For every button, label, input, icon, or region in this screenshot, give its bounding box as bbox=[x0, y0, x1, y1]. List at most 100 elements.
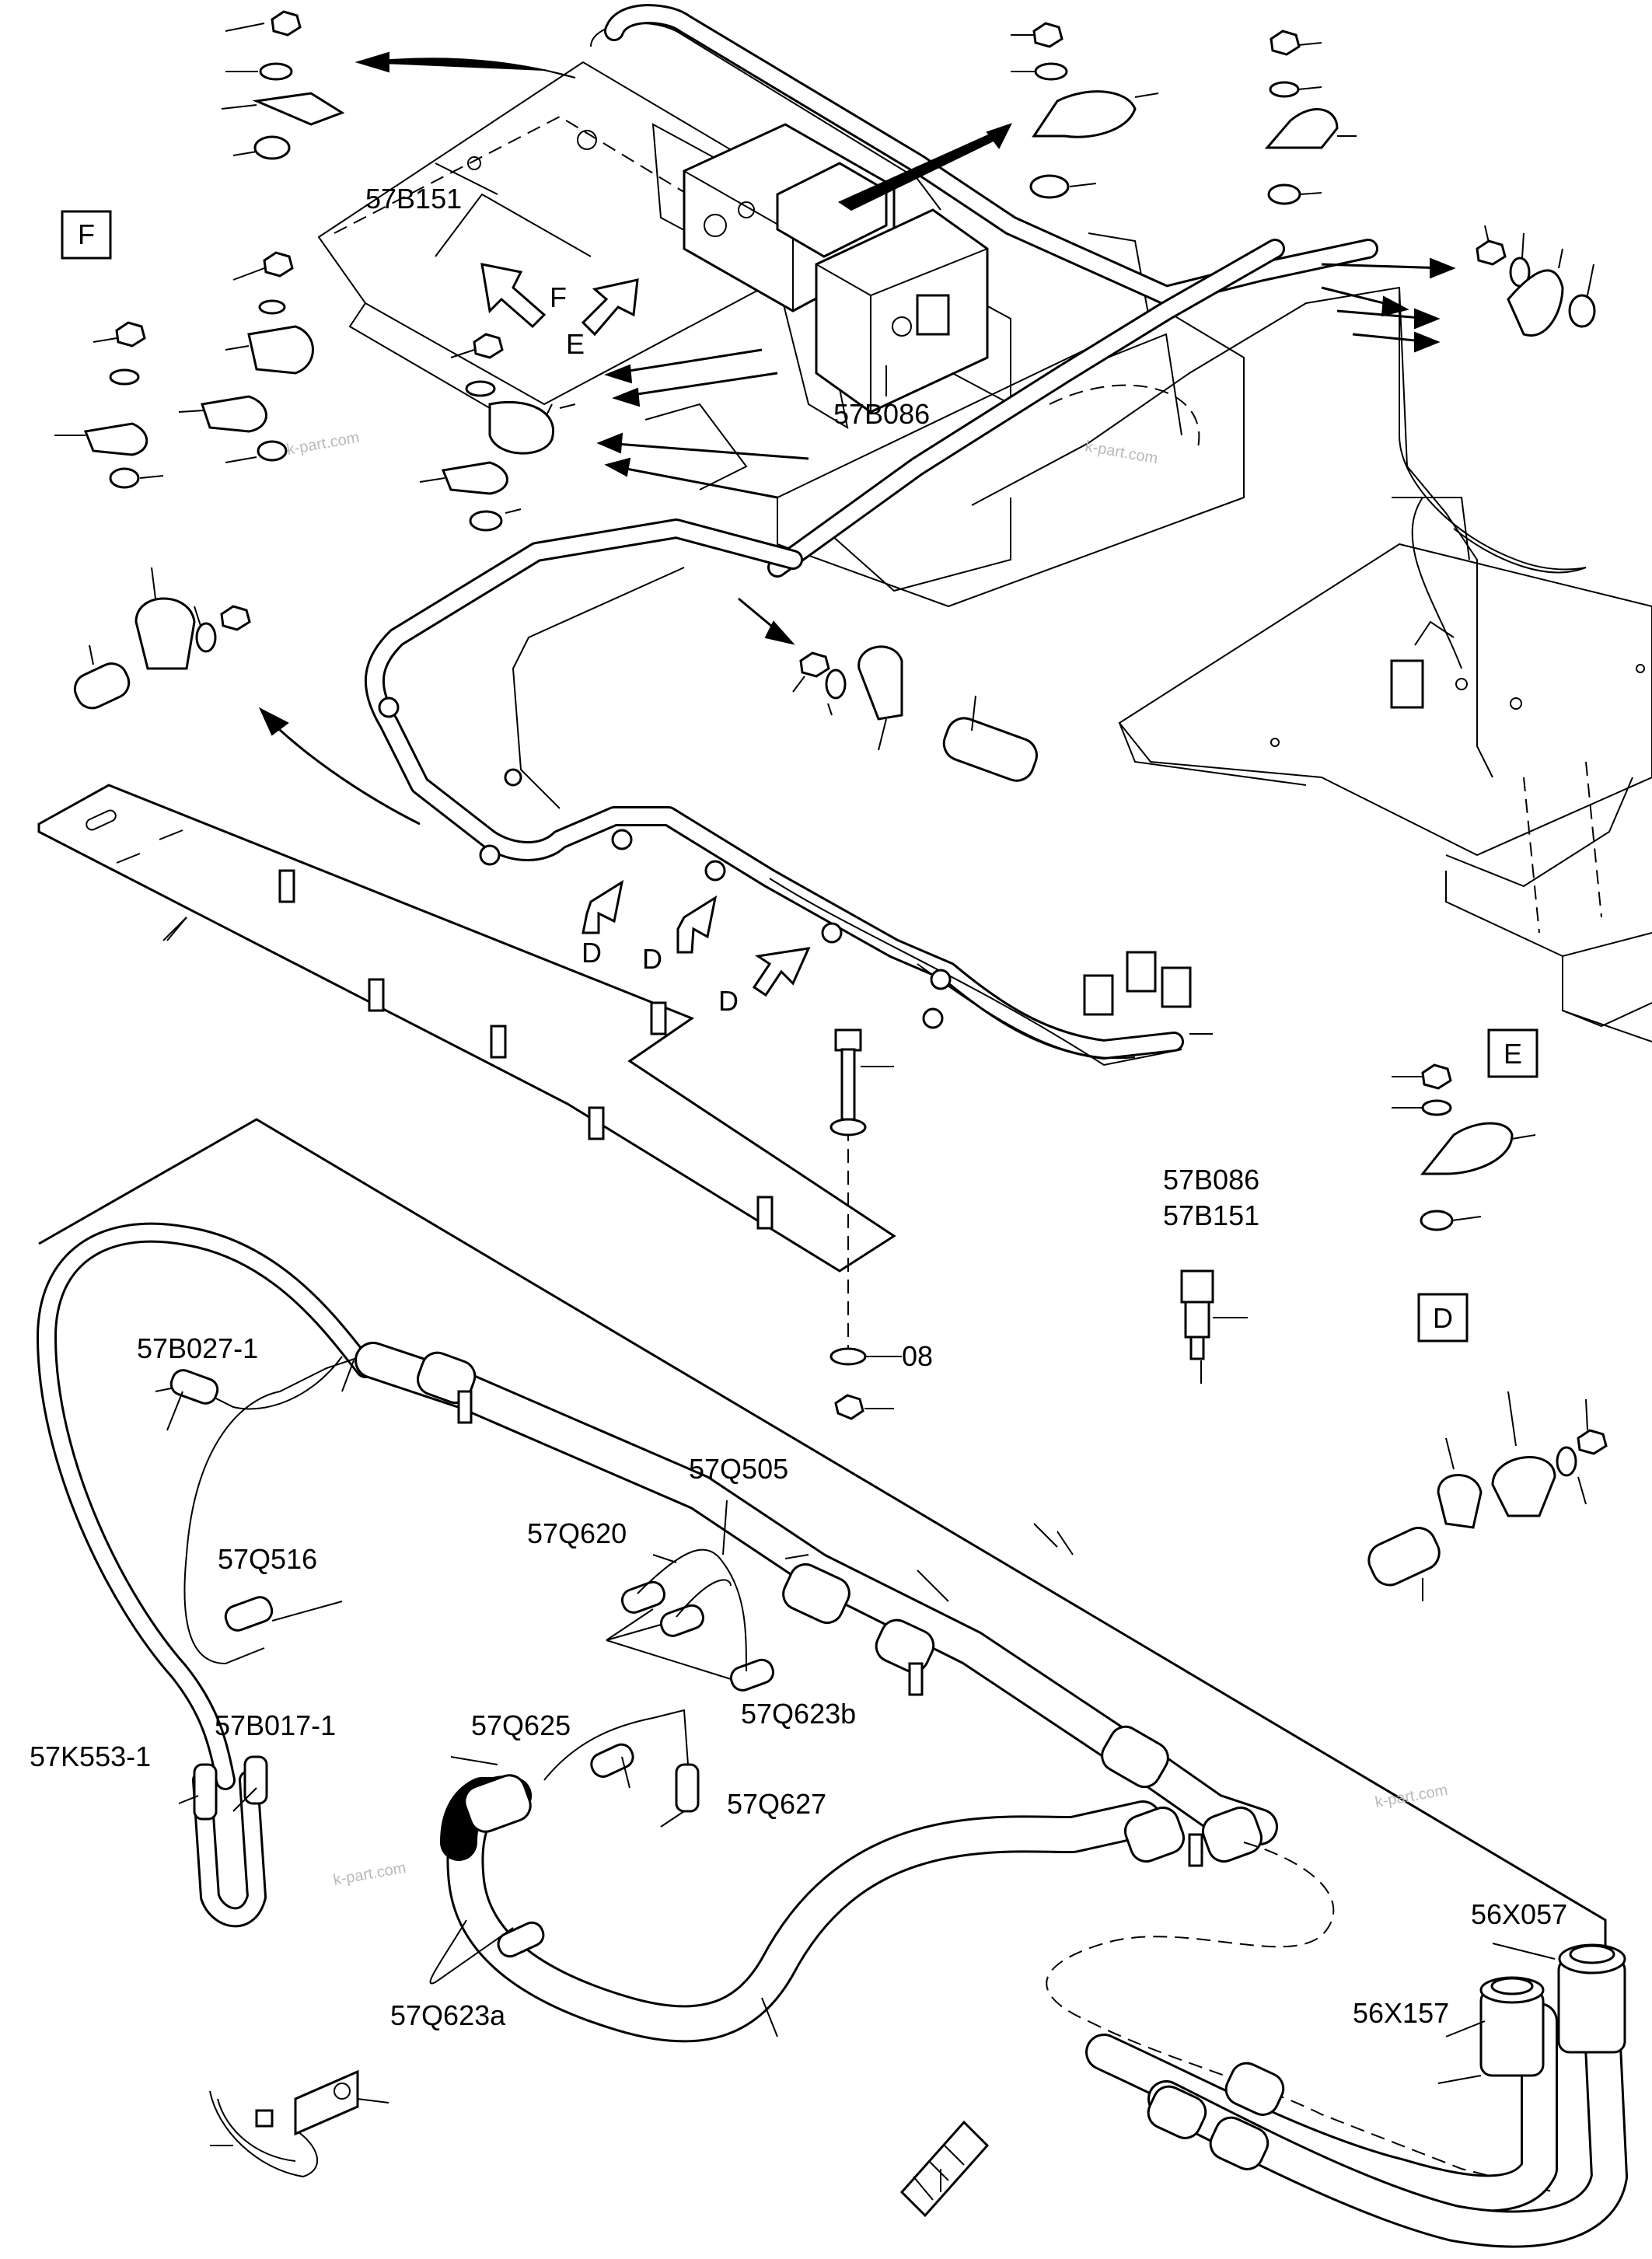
cable-tie-icon bbox=[209, 2090, 319, 2178]
p-clamp-icon bbox=[201, 395, 267, 433]
spacer-sleeve-icon bbox=[469, 510, 503, 532]
spacer-sleeve-icon bbox=[1267, 183, 1301, 205]
mid-wiring-harness bbox=[364, 518, 1192, 1067]
p-clamp-icon bbox=[83, 422, 148, 456]
arrow-letter-f: F bbox=[550, 281, 567, 313]
p-clamp-icon bbox=[857, 645, 903, 721]
arrow-letter-d-2: D bbox=[642, 943, 662, 975]
label-57Q620: 57Q620 bbox=[527, 1517, 627, 1549]
svg-text:E: E bbox=[1504, 1038, 1522, 1070]
p-clamp-icon bbox=[252, 92, 345, 126]
arrow-letter-d-1: D bbox=[582, 937, 602, 969]
p-clamp-icon bbox=[134, 597, 196, 670]
lower-harness-assembly bbox=[37, 1222, 1628, 2248]
washer-icon bbox=[258, 299, 286, 315]
leader-lines bbox=[162, 162, 1556, 2192]
p-clamp-icon bbox=[247, 325, 314, 375]
watermark: k-part.com bbox=[1084, 438, 1159, 467]
spacer-sleeve-icon bbox=[942, 717, 1038, 782]
washer-icon bbox=[825, 669, 847, 700]
hydraulic-coupler-icon bbox=[1083, 974, 1114, 1016]
label-08: 08 bbox=[902, 1340, 933, 1372]
p-clamp-icon bbox=[488, 400, 554, 455]
valve-block bbox=[683, 123, 989, 414]
nut-icon bbox=[1270, 30, 1301, 56]
p-clamp-icon bbox=[1491, 1456, 1556, 1517]
nut-icon bbox=[1577, 1429, 1608, 1455]
view-box-f: F bbox=[61, 210, 112, 260]
washer-icon bbox=[829, 1118, 867, 1136]
top-clamp-hardware bbox=[1011, 22, 1357, 205]
nut-icon bbox=[834, 1394, 864, 1420]
label-57Q623b: 57Q623b bbox=[741, 1698, 856, 1730]
grommet-plate-icon bbox=[294, 2069, 389, 2136]
label-57Q627: 57Q627 bbox=[727, 1788, 826, 1820]
view-arrows bbox=[480, 263, 811, 997]
top-right-hardware bbox=[1476, 225, 1596, 337]
washer-icon bbox=[1421, 1099, 1452, 1116]
washer-icon bbox=[259, 62, 293, 81]
label-sensor-57B151: 57B151 bbox=[1163, 1199, 1259, 1231]
spacer-sleeve-icon bbox=[1367, 1527, 1441, 1587]
spacer-sleeve-icon bbox=[253, 135, 291, 160]
p-clamp-icon bbox=[1264, 108, 1339, 149]
spacer-sleeve-icon bbox=[1568, 294, 1596, 328]
nut-icon bbox=[799, 651, 830, 678]
watermark: k-part.com bbox=[285, 429, 361, 459]
label-57B086: 57B086 bbox=[833, 398, 930, 430]
washer-icon bbox=[109, 368, 140, 386]
nut-icon bbox=[1476, 239, 1507, 266]
label-57Q625: 57Q625 bbox=[471, 1709, 571, 1741]
arrow-letter-e: E bbox=[566, 328, 585, 360]
label-57Q623a: 57Q623a bbox=[390, 1999, 506, 2031]
spiral-wrap-icon bbox=[899, 2120, 990, 2218]
nut-icon bbox=[115, 321, 146, 347]
watermark: k-part.com bbox=[1374, 1782, 1449, 1811]
watermark: k-part.com bbox=[332, 1859, 407, 1889]
label-56X057: 56X057 bbox=[1471, 1898, 1567, 1930]
nut-icon bbox=[263, 251, 294, 278]
mid-center-clamp-hardware bbox=[792, 645, 1038, 782]
upper-wiring-harness bbox=[604, 4, 1587, 778]
washer-icon bbox=[829, 1347, 867, 1366]
spacer-sleeve-icon bbox=[109, 467, 140, 489]
washer-icon bbox=[195, 622, 217, 653]
spacer-sleeve-icon bbox=[1029, 174, 1070, 199]
hydraulic-coupler-icon bbox=[1161, 966, 1192, 1008]
label-57K553-1: 57K553-1 bbox=[30, 1741, 151, 1772]
svg-text:D: D bbox=[1433, 1302, 1453, 1334]
connector-plugs bbox=[169, 1369, 774, 1985]
washer-icon bbox=[465, 380, 496, 397]
label-57B027-1: 57B027-1 bbox=[137, 1332, 258, 1364]
detail-f-hardware bbox=[54, 10, 576, 532]
p-clamp-icon bbox=[441, 461, 508, 495]
washer-icon bbox=[1034, 62, 1068, 81]
detail-e-hardware bbox=[1392, 1063, 1536, 1231]
bolt-stack bbox=[829, 1028, 902, 1420]
spacer-sleeve-icon bbox=[73, 662, 131, 710]
view-box-d: D bbox=[1417, 1293, 1469, 1342]
washer-icon bbox=[1556, 1446, 1577, 1477]
label-57B017-1: 57B017-1 bbox=[215, 1709, 336, 1741]
spacer-sleeve-icon bbox=[1420, 1210, 1454, 1231]
p-clamp-icon bbox=[1507, 269, 1564, 337]
spacer-sleeve-icon bbox=[257, 440, 288, 462]
label-56X157: 56X157 bbox=[1353, 1997, 1449, 2029]
arrow-letter-d-3: D bbox=[718, 985, 739, 1017]
label-57Q505: 57Q505 bbox=[689, 1453, 788, 1485]
svg-text:F: F bbox=[78, 218, 95, 250]
label-sensor-57B086: 57B086 bbox=[1163, 1164, 1259, 1196]
nut-icon bbox=[1032, 22, 1063, 48]
nut-icon bbox=[1421, 1063, 1452, 1090]
nut-icon bbox=[271, 10, 302, 37]
mounting-plate bbox=[37, 784, 896, 1273]
direction-arrows bbox=[258, 51, 1456, 826]
machine-frame-right bbox=[1118, 497, 1652, 1042]
nut-icon bbox=[220, 605, 251, 631]
p-clamp-icon bbox=[1032, 90, 1137, 138]
label-57Q516: 57Q516 bbox=[218, 1543, 317, 1575]
bolt-icon bbox=[834, 1028, 862, 1052]
p-clamp-icon bbox=[1420, 1122, 1514, 1175]
label-57B151: 57B151 bbox=[365, 183, 462, 215]
